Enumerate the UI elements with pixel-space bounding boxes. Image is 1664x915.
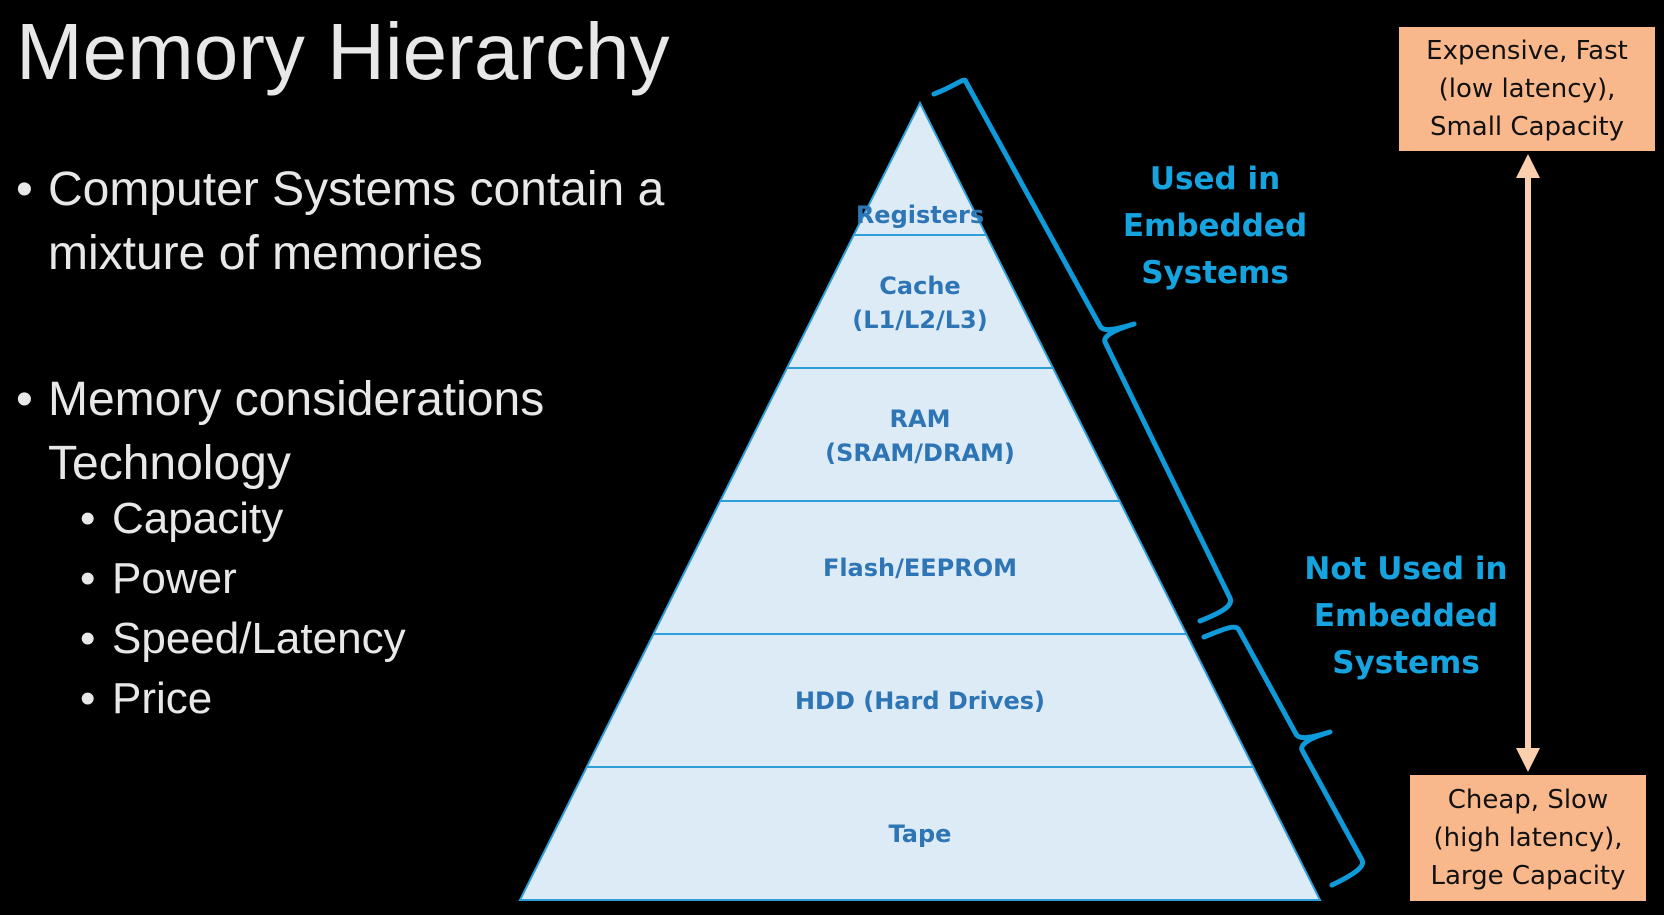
arrow-down-icon — [1516, 748, 1540, 772]
bullet-dot-icon: • — [16, 163, 33, 216]
level-flash-label: Flash/EEPROM — [823, 554, 1017, 582]
label-line: Not Used in — [1304, 551, 1508, 587]
sub-bullet-power: • Power — [80, 547, 237, 611]
box-line: (low latency), — [1438, 74, 1616, 104]
label-line: Systems — [1141, 255, 1289, 291]
box-line: Small Capacity — [1429, 112, 1625, 142]
level-cache-label: Cache — [879, 272, 960, 300]
bullet-item-2: • Memory considerations Technology — [16, 368, 544, 496]
level-tape-label: Tape — [889, 820, 952, 848]
bullet-line: Memory considerations — [48, 373, 545, 426]
label-line: Systems — [1332, 645, 1480, 681]
bullet-dot-icon: • — [80, 554, 96, 603]
bullet-dot-icon: • — [80, 494, 96, 543]
not-used-in-embedded-brace-icon — [1201, 624, 1366, 888]
sub-bullet-label: Capacity — [112, 494, 284, 543]
bullet-line: Computer Systems contain a — [48, 163, 665, 216]
sub-bullet-price: • Price — [80, 667, 212, 731]
label-line: Embedded — [1313, 598, 1499, 634]
not-used-in-embedded-label: Not Used in Embedded Systems — [1296, 546, 1516, 687]
sub-bullet-label: Speed/Latency — [112, 614, 406, 663]
used-in-embedded-brace-icon — [931, 77, 1234, 624]
label-line: Embedded — [1122, 208, 1308, 244]
box-line: Expensive, Fast — [1426, 36, 1628, 66]
used-in-embedded-label: Used in Embedded Systems — [1115, 156, 1315, 297]
bullet-line: Technology — [48, 437, 291, 490]
box-line: (high latency), — [1433, 823, 1623, 853]
bullet-dot-icon: • — [80, 674, 96, 723]
bullet-line: mixture of memories — [48, 227, 483, 280]
bullet-dot-icon: • — [80, 614, 96, 663]
cheap-slow-box: Cheap, Slow (high latency), Large Capaci… — [1410, 775, 1646, 901]
level-hdd-label: HDD (Hard Drives) — [795, 687, 1045, 715]
sub-bullet-capacity: • Capacity — [80, 487, 283, 551]
sub-bullet-label: Price — [112, 674, 213, 723]
bullet-dot-icon: • — [16, 373, 33, 426]
box-line: Large Capacity — [1430, 861, 1626, 891]
level-registers-label: Registers — [856, 201, 984, 229]
slide-title: Memory Hierarchy — [16, 7, 670, 96]
arrow-up-icon — [1516, 154, 1540, 178]
sub-bullet-speed-latency: • Speed/Latency — [80, 607, 406, 671]
level-ram-label: RAM — [890, 405, 951, 433]
level-cache-sublabel: (L1/L2/L3) — [852, 306, 987, 334]
expensive-fast-box: Expensive, Fast (low latency), Small Cap… — [1399, 27, 1655, 151]
sub-bullet-label: Power — [112, 554, 237, 603]
bullet-item-1: • Computer Systems contain a mixture of … — [16, 158, 664, 286]
level-ram-sublabel: (SRAM/DRAM) — [825, 439, 1015, 467]
label-line: Used in — [1149, 161, 1281, 197]
box-line: Cheap, Slow — [1447, 785, 1609, 815]
